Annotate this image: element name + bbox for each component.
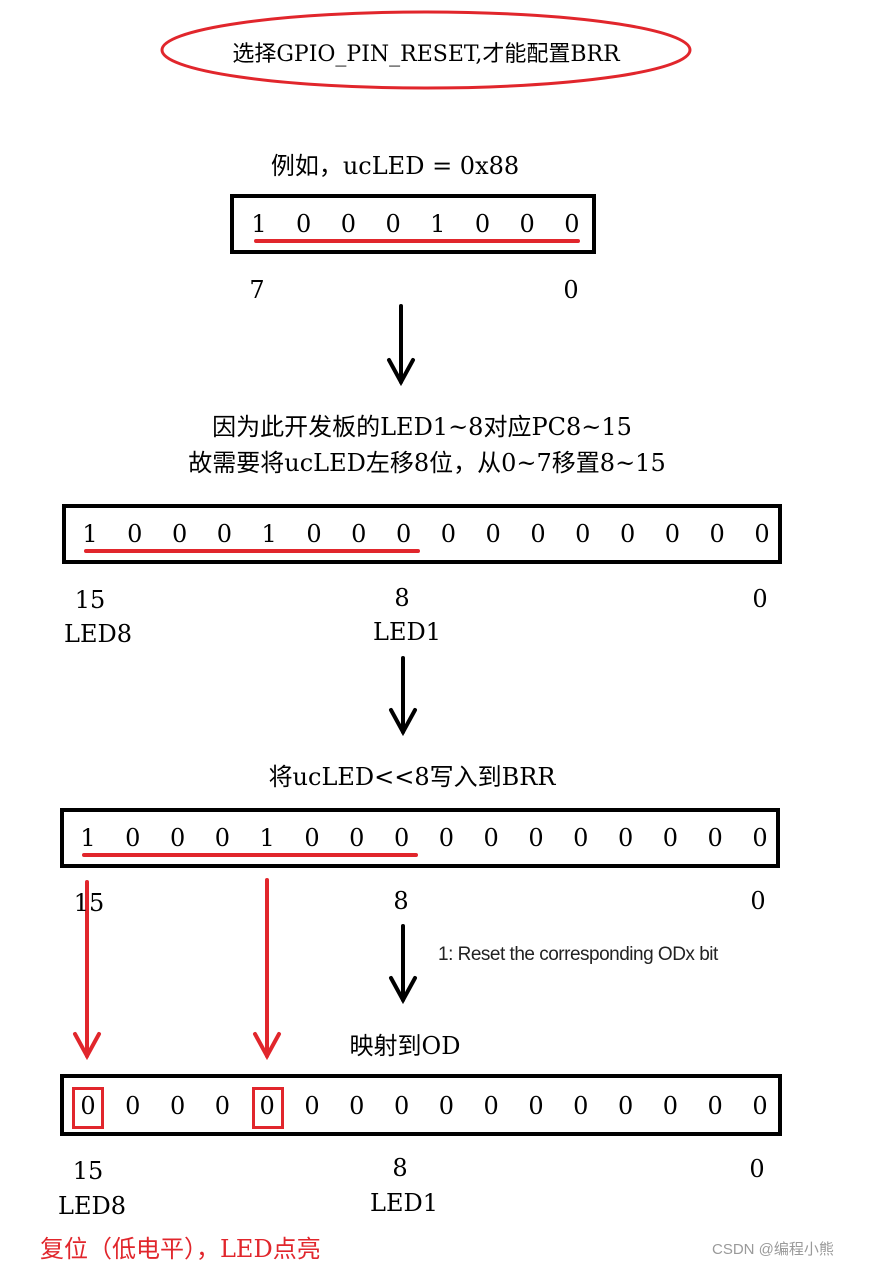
explain-line-2: 故需要将ucLED左移8位，从0~7移置8~15 — [188, 449, 666, 477]
bit0-label: 0 — [563, 276, 579, 304]
bit-cell: 0 — [80, 1092, 96, 1120]
watermark: CSDN @编程小熊 — [712, 1241, 834, 1258]
bit-cell: 0 — [216, 520, 233, 548]
bit-cell: 0 — [304, 1092, 320, 1120]
bit-cell: 0 — [662, 1092, 679, 1120]
bit-cell: 0 — [171, 520, 188, 548]
led1-label: LED1 — [373, 618, 441, 646]
arrow-down-2 — [389, 656, 417, 737]
red-underline — [82, 853, 418, 857]
bit-cell: 0 — [709, 520, 725, 548]
highlight-bit15 — [72, 1087, 104, 1129]
bit-cell: 0 — [752, 1092, 768, 1120]
bit-cell: 0 — [483, 824, 499, 852]
bit-cell: 0 — [528, 824, 544, 852]
led8-label: LED8 — [64, 620, 132, 648]
bit7-label: 7 — [249, 276, 265, 304]
bit-cell: 0 — [296, 210, 312, 238]
bit-cell: 0 — [395, 520, 412, 548]
red-underline — [84, 549, 420, 553]
bit-cell: 0 — [564, 210, 580, 238]
bit15-label: 15 — [73, 889, 105, 917]
bit-cell: 0 — [214, 1092, 231, 1120]
bit-cell: 1 — [261, 520, 277, 548]
bit-cell: 0 — [304, 824, 320, 852]
bit-cell: 0 — [125, 824, 141, 852]
bit-cell: 0 — [393, 824, 410, 852]
bit8-label: 8 — [393, 887, 409, 915]
bit-cell: 0 — [485, 520, 501, 548]
red-underline — [254, 239, 580, 243]
bit-cell: 0 — [306, 520, 322, 548]
bit-cell: 0 — [707, 1092, 723, 1120]
bit-cell: 0 — [752, 824, 768, 852]
bit0-label: 0 — [750, 887, 766, 915]
bit-cell: 0 — [662, 824, 679, 852]
bit-cell: 0 — [340, 210, 357, 238]
map-od-caption: 映射到OD — [349, 1032, 461, 1060]
bit-cell: 0 — [349, 1092, 365, 1120]
bit-cell: 0 — [259, 1092, 275, 1120]
bit-cell: 1 — [251, 210, 267, 238]
bit-cell: 0 — [707, 824, 723, 852]
bit-cell: 0 — [474, 210, 491, 238]
bit-cell: 0 — [127, 520, 143, 548]
bit-cell: 0 — [573, 824, 589, 852]
arrow-down-1 — [387, 304, 415, 387]
bit-cell: 1 — [80, 824, 96, 852]
bit-cell: 0 — [619, 520, 636, 548]
bit-cell: 0 — [664, 520, 681, 548]
bit-cell: 0 — [169, 1092, 186, 1120]
bit-cell: 0 — [438, 824, 455, 852]
arrow-down-3 — [389, 924, 417, 1005]
red-arrow-bit15 — [73, 880, 101, 1061]
led1-label: LED1 — [370, 1189, 438, 1217]
bit-cell: 0 — [617, 1092, 634, 1120]
bit-cell: 0 — [617, 824, 634, 852]
bit-cell: 0 — [393, 1092, 410, 1120]
bit-cell: 0 — [438, 1092, 455, 1120]
bit-cell: 0 — [125, 1092, 141, 1120]
title-text: 选择GPIO_PIN_RESET,才能配置BRR — [232, 42, 620, 67]
reset-note: 1: Reset the corresponding ODx bit — [438, 944, 718, 965]
bit8-label: 8 — [394, 584, 410, 612]
bit-cell: 0 — [349, 824, 365, 852]
bit-cell: 0 — [754, 520, 770, 548]
bit15-label: 15 — [74, 586, 106, 614]
bit-cell: 1 — [430, 210, 446, 238]
led8-label: LED8 — [58, 1192, 126, 1220]
bit0-label: 0 — [749, 1155, 765, 1183]
bit-cell: 0 — [440, 520, 457, 548]
bit-cell: 0 — [573, 1092, 589, 1120]
bit-cell: 0 — [214, 824, 231, 852]
bit-cell: 0 — [528, 1092, 544, 1120]
example-caption: 例如，ucLED = 0x88 — [270, 152, 520, 180]
bit-cell: 0 — [519, 210, 535, 238]
bit-cell: 0 — [385, 210, 401, 238]
bit-cell: 0 — [575, 520, 591, 548]
bit-cell: 0 — [530, 520, 546, 548]
highlight-bit11 — [252, 1087, 284, 1129]
red-arrow-bit11 — [253, 878, 281, 1061]
bit-cell: 0 — [483, 1092, 499, 1120]
bit-cell: 0 — [169, 824, 186, 852]
bit8-label: 8 — [392, 1154, 408, 1182]
result-caption: 复位（低电平），LED点亮 — [40, 1235, 321, 1263]
title-ellipse — [160, 10, 692, 90]
bit-cell: 1 — [82, 520, 98, 548]
bit-cell: 1 — [259, 824, 275, 852]
bit-cell: 0 — [351, 520, 367, 548]
bit0-label: 0 — [752, 585, 768, 613]
write-brr-caption: 将ucLED<<8写入到BRR — [268, 763, 556, 791]
bit15-label: 15 — [72, 1157, 104, 1185]
explain-line-1: 因为此开发板的LED1~8对应PC8~15 — [212, 413, 632, 441]
